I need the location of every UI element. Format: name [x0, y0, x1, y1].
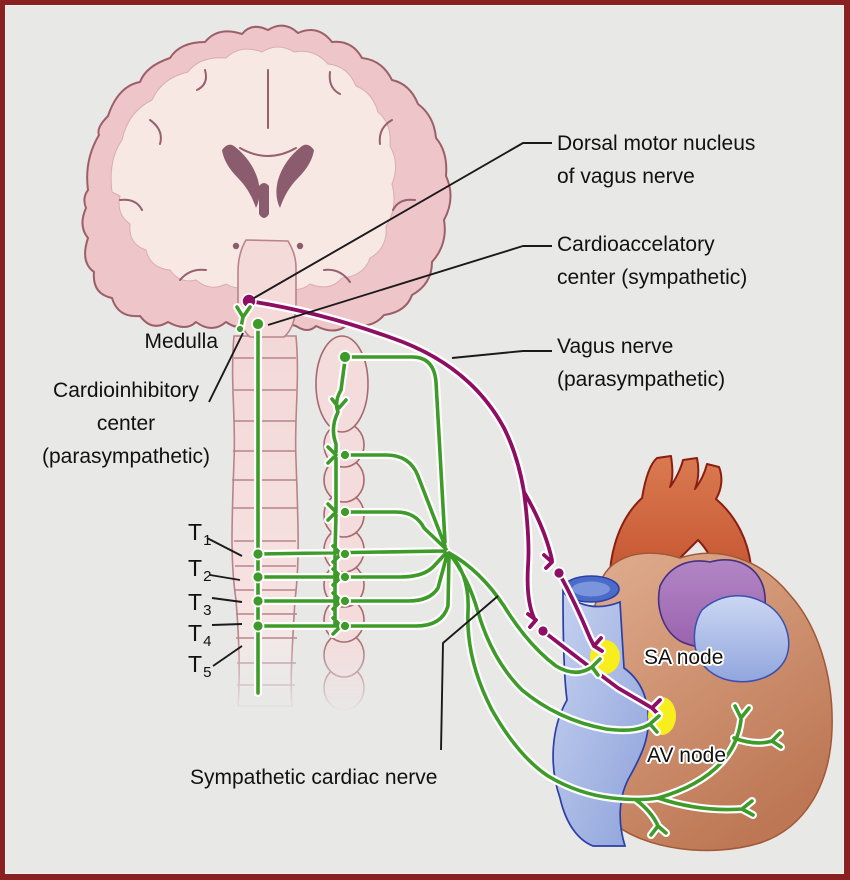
label-t4: T4: [188, 620, 212, 650]
label-line: center (sympathetic): [557, 266, 748, 289]
label-dorsal-motor-nucleus: Dorsal motor nucleus of vagus nerve: [557, 127, 755, 193]
label-line: (parasympathetic): [557, 368, 726, 391]
label-medulla: Medulla: [144, 330, 218, 353]
label-line: (parasympathetic): [41, 445, 211, 468]
spinal-cord: [231, 335, 299, 707]
label-av-node: AV node: [647, 744, 727, 767]
lateral-ventricles: [222, 144, 314, 218]
vagus-synapse-dot-sa: [552, 566, 566, 580]
leader-lines: [206, 142, 552, 751]
temporal-horn-right: [296, 242, 304, 250]
vagus-lines: [247, 299, 662, 717]
brain: [81, 24, 452, 332]
vagus-nerve-paths: [241, 293, 665, 720]
sympathetic-synapse-dots: [235, 317, 352, 633]
label-vagus-nerve: Vagus nerve (parasympathetic): [557, 330, 725, 396]
temporal-horn-left: [232, 242, 240, 250]
sympathetic-lines: [235, 305, 783, 837]
label-line: of vagus nerve: [557, 165, 695, 188]
label-line: Dorsal motor nucleus: [557, 132, 756, 155]
sympathetic-nerve-paths: [233, 303, 785, 839]
label-line: Vagus nerve: [557, 335, 674, 358]
label-t1: T1: [188, 519, 212, 549]
label-cardioaccelatory-center: Cardioaccelatory center (sympathetic): [557, 228, 747, 294]
white-matter: [110, 46, 396, 290]
label-t5: T5: [188, 651, 212, 681]
sulci-lines: [119, 69, 416, 283]
label-line: Cardioinhibitory: [53, 379, 199, 402]
label-t2: T2: [188, 555, 212, 585]
heart: [552, 455, 833, 852]
label-sympathetic-cardiac-nerve: Sympathetic cardiac nerve: [190, 766, 438, 789]
label-sa-node: SA node: [644, 646, 724, 669]
brainstem-medulla: [237, 239, 297, 338]
vagus-synapse-dot-av: [536, 624, 550, 638]
cardioinhibitory-center-dot: [235, 324, 245, 334]
label-t3: T3: [188, 589, 212, 619]
label-cardioinhibitory-center: Cardioinhibitory center (parasympathetic…: [20, 374, 232, 473]
label-line: Cardioaccelatory: [557, 233, 715, 256]
spinal-cord-column: [231, 335, 299, 707]
label-line: center: [96, 412, 156, 435]
cord-segment-lines: [232, 357, 297, 686]
cardioaccelatory-center-dot: [251, 317, 265, 331]
svc-opening-inner: [572, 581, 610, 597]
left-atrium: [693, 595, 790, 683]
